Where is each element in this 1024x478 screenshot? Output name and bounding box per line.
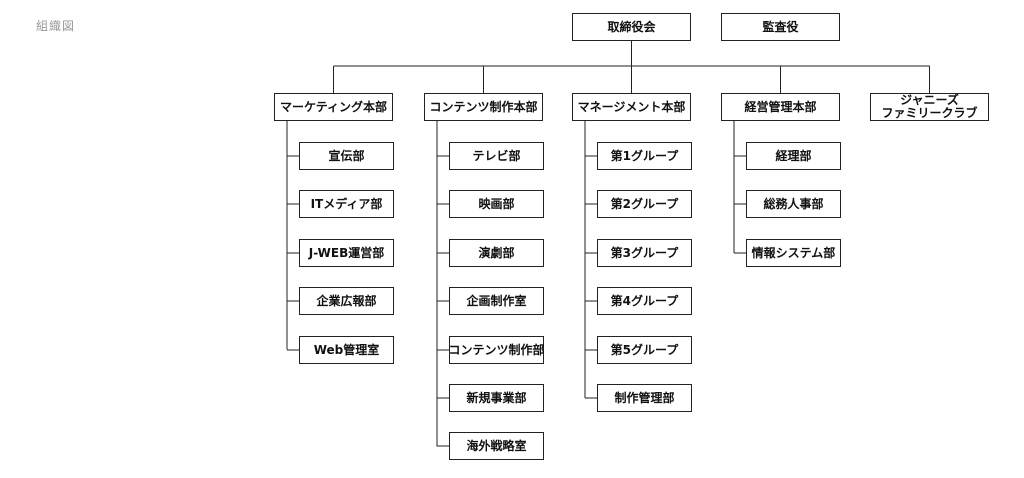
department-box: 演劇部 [449,239,544,267]
department-box: 企業広報部 [299,287,394,315]
department-box: コンテンツ制作部 [449,336,545,364]
division-box: ジャニーズ ファミリークラブ [870,93,989,121]
department-box: 新規事業部 [449,384,544,412]
division-box: マーケティング本部 [274,93,393,121]
department-box: J-WEB運営部 [299,239,394,267]
department-box: ITメディア部 [299,190,394,218]
department-box: 制作管理部 [597,384,692,412]
department-box: 企画制作室 [449,287,544,315]
department-box: 総務人事部 [746,190,841,218]
department-box: 第4グループ [597,287,692,315]
department-box: 第2グループ [597,190,692,218]
department-box: 海外戦略室 [449,432,544,460]
board-box: 取締役会 [572,13,691,41]
division-box: コンテンツ制作本部 [424,93,543,121]
division-box: マネージメント本部 [572,93,691,121]
department-box: 第1グループ [597,142,692,170]
department-box: 経理部 [746,142,841,170]
division-box: 経営管理本部 [721,93,840,121]
department-box: 映画部 [449,190,544,218]
department-box: 第5グループ [597,336,692,364]
auditor-box: 監査役 [721,13,840,41]
department-box: 第3グループ [597,239,692,267]
department-box: 情報システム部 [746,239,841,267]
department-box: テレビ部 [449,142,544,170]
department-box: Web管理室 [299,336,394,364]
page-title: 組織図 [36,19,76,33]
department-box: 宣伝部 [299,142,394,170]
